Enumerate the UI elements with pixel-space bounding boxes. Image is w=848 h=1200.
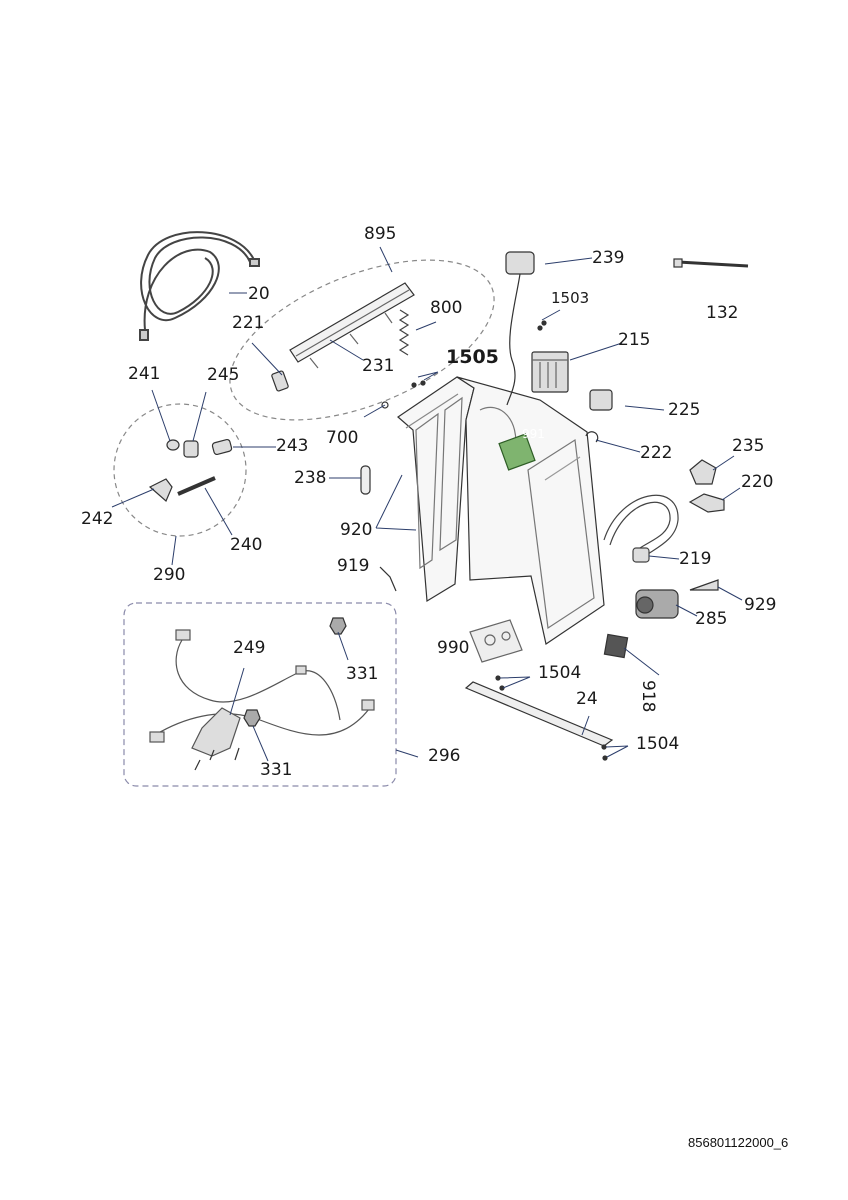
screws: [379, 320, 608, 761]
document-number: 856801122000_6: [688, 1135, 789, 1150]
callout-249: 249: [233, 638, 266, 658]
callout-1504-bottom: 1504: [636, 734, 680, 754]
callout-920: 920: [340, 520, 373, 540]
callout-240: 240: [230, 535, 263, 555]
board-991: [498, 433, 536, 471]
part-225: [589, 389, 613, 411]
inlet-hose-part: [139, 231, 260, 341]
callout-296: 296: [428, 746, 461, 766]
part-238: [360, 465, 371, 495]
part-221: [271, 370, 289, 392]
group-290-outline: [113, 403, 247, 537]
drain-pump-285: [635, 589, 679, 619]
callout-331-top: 331: [346, 664, 379, 684]
part-929: [689, 579, 719, 591]
callout-215: 215: [618, 330, 651, 350]
callout-290: 290: [153, 565, 186, 585]
callout-990: 990: [437, 638, 470, 658]
part-215: [531, 351, 569, 393]
callout-245: 245: [207, 365, 240, 385]
callout-895: 895: [364, 224, 397, 244]
callout-225: 225: [668, 400, 701, 420]
callout-331-bottom: 331: [260, 760, 293, 780]
callout-243: 243: [276, 436, 309, 456]
wiring-harness-249: [149, 629, 375, 771]
power-cord-239: [505, 251, 535, 406]
callout-235: 235: [732, 436, 765, 456]
strip-24: [464, 681, 614, 747]
part-918: [603, 633, 629, 659]
group-290-parts: [148, 438, 233, 502]
callout-221: 221: [232, 313, 265, 333]
cabinet-side-panel: [456, 376, 605, 645]
callout-238: 238: [294, 468, 327, 488]
part-220: [688, 493, 725, 513]
drain-hose-219: [603, 494, 679, 563]
callout-918: 918: [638, 680, 658, 713]
callout-700: 700: [326, 428, 359, 448]
part-235: [689, 459, 717, 485]
cable-tie-132: [673, 258, 749, 268]
group-895-outline: [229, 259, 495, 421]
callout-24: 24: [576, 689, 598, 709]
callout-132: 132: [706, 303, 739, 323]
callout-919: 919: [337, 556, 370, 576]
frame-bar-231: [289, 282, 415, 369]
board-990: [469, 619, 523, 663]
callout-1505: 1505: [446, 346, 499, 368]
callout-242: 242: [81, 509, 114, 529]
callout-220: 220: [741, 472, 774, 492]
callout-285: 285: [695, 609, 728, 629]
group-296-outline: [123, 602, 397, 787]
callout-1503: 1503: [551, 289, 590, 307]
callout-1504-middle: 1504: [538, 663, 582, 683]
cabinet-rear-panel: [397, 376, 475, 603]
callout-239: 239: [592, 248, 625, 268]
callout-231: 231: [362, 356, 395, 376]
callout-222: 222: [640, 443, 673, 463]
callout-800: 800: [430, 298, 463, 318]
callout-991: 991: [522, 427, 545, 441]
leader-lines: [111, 246, 743, 762]
callout-929: 929: [744, 595, 777, 615]
grommet-331-b: [243, 709, 261, 727]
callout-219: 219: [679, 549, 712, 569]
spring-800: [398, 309, 410, 356]
grommet-331-a: [329, 617, 347, 635]
callout-241: 241: [128, 364, 161, 384]
callout-20: 20: [248, 284, 270, 304]
